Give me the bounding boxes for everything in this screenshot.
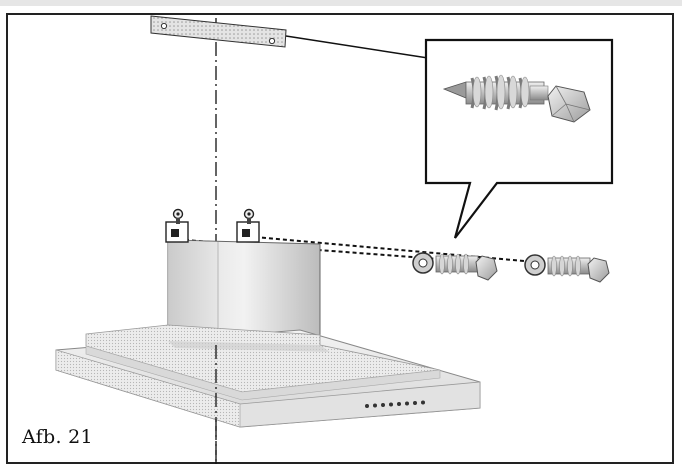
wall-bracket-icon (150, 15, 287, 48)
mounting-bracket-right-icon (236, 208, 260, 243)
figure-label: Afb. 21 (22, 426, 93, 448)
wall-plug-screw-2-icon (524, 254, 610, 283)
hood-canopy-icon (55, 324, 481, 428)
mounting-bracket-left-icon (165, 208, 189, 243)
callout-magnifier-icon (424, 38, 614, 239)
wall-plug-screw-1-icon (412, 252, 498, 281)
enlarged-screw-icon (442, 74, 591, 123)
callout-leader-line (285, 35, 429, 59)
top-strip (0, 0, 682, 6)
control-buttons-icon (365, 400, 425, 408)
chimney-cover-icon (167, 239, 321, 346)
